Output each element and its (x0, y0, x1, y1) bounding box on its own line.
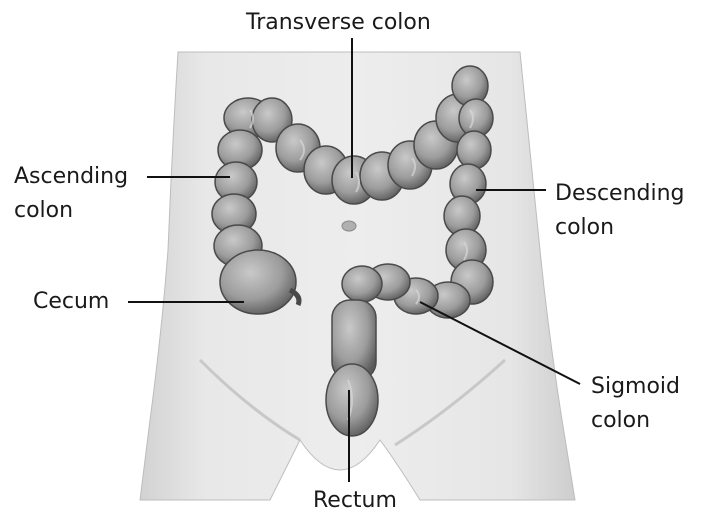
label-sigmoid-colon-line1: Sigmoid (591, 373, 680, 401)
label-descending-colon-line1: Descending (555, 180, 685, 208)
rectum-shape (326, 300, 378, 436)
label-transverse-colon: Transverse colon (246, 9, 431, 37)
label-sigmoid-colon-line2: colon (591, 407, 650, 435)
label-descending-colon-line2: colon (555, 214, 614, 242)
navel (342, 221, 356, 231)
label-ascending-colon-line2: colon (14, 197, 73, 225)
label-rectum: Rectum (313, 487, 397, 515)
label-cecum: Cecum (33, 288, 109, 316)
label-ascending-colon-line1: Ascending (14, 163, 128, 191)
